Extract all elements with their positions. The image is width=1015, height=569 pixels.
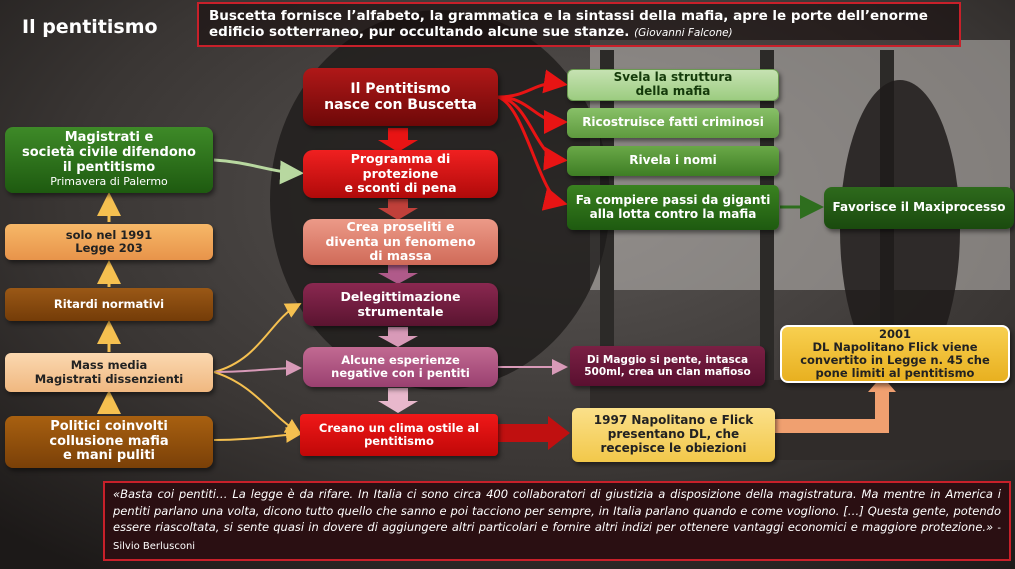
clima-line1: Creano un clima ostile al [318, 420, 480, 435]
programma-line2: protezione [362, 165, 439, 181]
maxiprocesso-box: Favorisce il Maxiprocesso [824, 187, 1014, 229]
dimaggio-line2: 500ml, crea un clan mafioso [584, 366, 751, 378]
falcone-quote: Buscetta fornisce l’alfabeto, la grammat… [197, 2, 961, 47]
politici-box: Politici coinvolti collusione mafia e ma… [5, 416, 213, 468]
rivela-text: Rivela i nomi [629, 153, 717, 168]
legge2001-box: 2001 DL Napolitano Flick viene convertit… [780, 325, 1010, 383]
berlusconi-quote-text: «Basta coi pentiti… La legge è da rifare… [113, 487, 1001, 535]
falcone-quote-author: (Giovanni Falcone) [634, 27, 733, 40]
clima-line2: pentitismo [364, 434, 434, 448]
svela-line1: Svela la struttura [613, 70, 733, 85]
dl1997-line1: 1997 Napolitano e Flick [593, 413, 754, 428]
mass-media-line2: Magistrati dissenzienti [34, 371, 184, 386]
legge2001-line2: DL Napolitano Flick viene [812, 339, 978, 354]
programma-line3: e sconti di pena [344, 180, 457, 196]
legge2001-line4: pone limiti al pentitismo [815, 366, 975, 381]
berlusconi-quote-author: - Silvio Berlusconi [113, 523, 1002, 552]
politici-line2: collusione mafia [49, 433, 169, 449]
passi-line1: Fa compiere passi da giganti [575, 192, 771, 207]
delegittimazione-line2: strumentale [357, 303, 444, 319]
clima-box: Creano un clima ostile al pentitismo [300, 414, 498, 456]
delegittimazione-box: Delegittimazione strumentale [303, 283, 498, 326]
magistrati-line1: Magistrati e [64, 130, 154, 146]
passi-box: Fa compiere passi da giganti alla lotta … [567, 185, 779, 230]
programma-line1: Programma di [350, 151, 451, 167]
rivela-box: Rivela i nomi [567, 146, 779, 176]
proseliti-line2: diventa un fenomeno [325, 233, 476, 249]
magistrati-line3: il pentitismo [62, 160, 156, 176]
magistrati-subtitle: Primavera di Palermo [50, 175, 168, 189]
delegittimazione-line1: Delegittimazione [340, 289, 461, 305]
pentitismo-line2: nasce con Buscetta [324, 97, 477, 113]
svela-box: Svela la struttura della mafia [567, 69, 779, 101]
dimaggio-line1: Di Maggio si pente, intasca [586, 353, 749, 366]
esperienze-line1: Alcune esperienze [341, 352, 460, 367]
dimaggio-box: Di Maggio si pente, intasca 500ml, crea … [570, 346, 765, 386]
mass-media-line1: Mass media [70, 358, 148, 373]
svela-line2: della mafia [635, 84, 711, 98]
page-title: Il pentitismo [22, 16, 158, 38]
esperienze-line2: negative con i pentiti [331, 366, 470, 380]
dl1997-box: 1997 Napolitano e Flick presentano DL, c… [572, 408, 775, 462]
pentitismo-box: Il Pentitismo nasce con Buscetta [303, 68, 498, 126]
pentitismo-line1: Il Pentitismo [350, 80, 451, 97]
politici-line1: Politici coinvolti [50, 418, 168, 434]
proseliti-line1: Crea proseliti e [346, 219, 455, 235]
dl1997-line3: recepisce le obiezioni [600, 440, 747, 455]
legge1991-box: solo nel 1991 Legge 203 [5, 224, 213, 260]
berlusconi-quote: «Basta coi pentiti… La legge è da rifare… [103, 481, 1011, 561]
esperienze-box: Alcune esperienze negative con i pentiti [303, 347, 498, 387]
legge1991-line1: solo nel 1991 [65, 227, 153, 242]
programma-box: Programma di protezione e sconti di pena [303, 150, 498, 198]
magistrati-line2: società civile difendono [22, 145, 196, 161]
proseliti-line3: di massa [369, 248, 432, 264]
maxiprocesso-text: Favorisce il Maxiprocesso [832, 200, 1006, 215]
legge2001-line3: convertito in Legge n. 45 che [800, 353, 990, 367]
dl1997-line2: presentano DL, che [607, 427, 740, 442]
passi-line2: alla lotta contro la mafia [589, 206, 757, 221]
legge1991-line2: Legge 203 [75, 241, 143, 255]
proseliti-box: Crea proseliti e diventa un fenomeno di … [303, 219, 498, 265]
politici-line3: e mani puliti [62, 448, 156, 464]
falcone-quote-text: Buscetta fornisce l’alfabeto, la grammat… [209, 8, 928, 41]
ricostruisce-box: Ricostruisce fatti criminosi [567, 108, 779, 138]
mass-media-box: Mass media Magistrati dissenzienti [5, 353, 213, 392]
ritardi-text: Ritardi normativi [53, 296, 165, 311]
magistrati-box: Magistrati e società civile difendono il… [5, 127, 213, 193]
legge2001-line1: 2001 [878, 326, 911, 341]
ritardi-box: Ritardi normativi [5, 288, 213, 321]
ricostruisce-text: Ricostruisce fatti criminosi [582, 115, 764, 130]
